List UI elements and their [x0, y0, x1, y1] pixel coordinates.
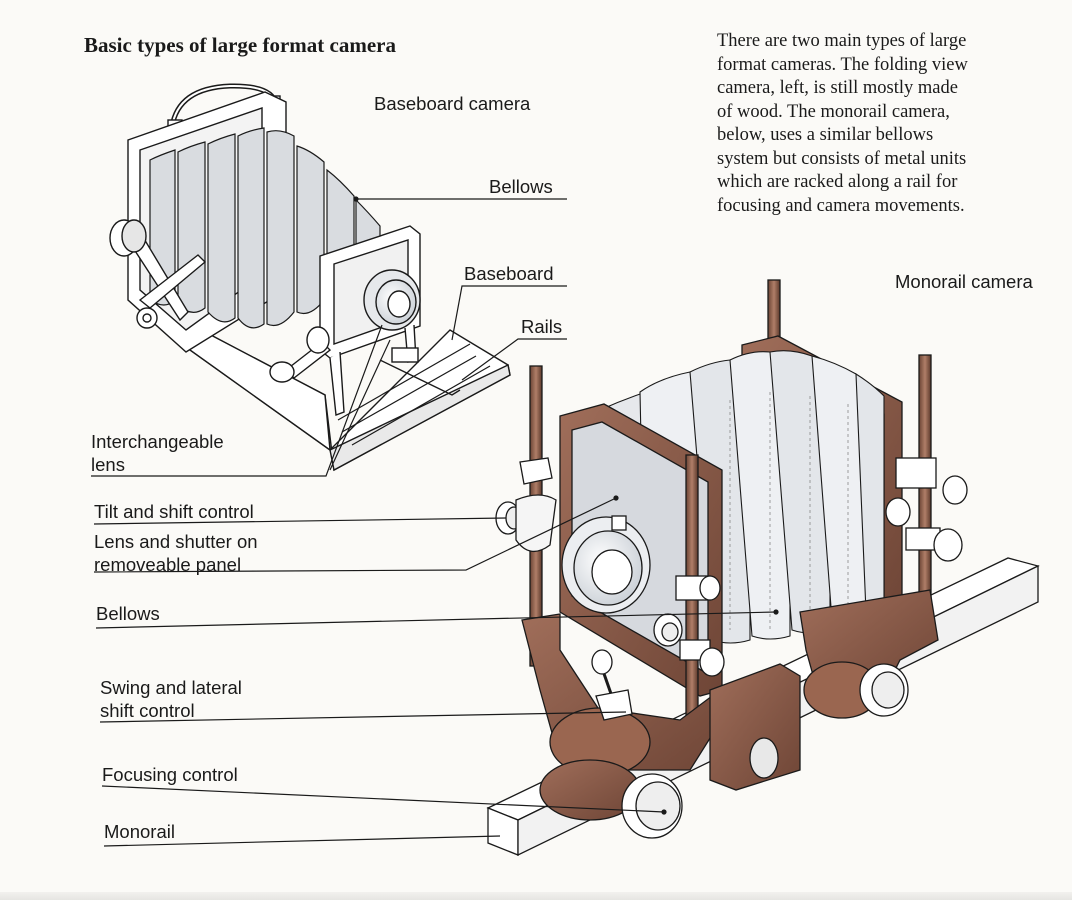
label-monorail: Monorail: [104, 821, 175, 842]
label-monorail-bellows: Bellows: [96, 603, 160, 624]
label-line: removeable panel: [94, 554, 242, 575]
label-interchangeable-lens: Interchangeable lens: [91, 430, 224, 476]
description-line: There are two main types of large: [717, 31, 967, 51]
page-bottom-edge: [0, 892, 1072, 900]
label-line: Interchangeable: [91, 431, 224, 452]
baseboard-camera-heading: Baseboard camera: [374, 93, 531, 114]
label-rails: Rails: [521, 316, 563, 337]
description-line: camera, left, is still mostly made: [717, 78, 958, 98]
description-line: which are racked along a rail for: [717, 172, 958, 192]
baseboard-camera-drawing: [109, 83, 511, 472]
description-line: format cameras. The folding view: [717, 54, 968, 75]
swing-knob: [591, 649, 613, 675]
description-paragraph: There are two main types of large format…: [717, 30, 1057, 218]
description-line: of wood. The monorail camera,: [717, 101, 950, 122]
label-focusing: Focusing control: [102, 764, 238, 785]
monorail-camera-drawing: [486, 279, 1040, 857]
label-swing-shift: Swing and lateral shift control: [100, 676, 242, 722]
label-lens-shutter: Lens and shutter on removeable panel: [94, 530, 258, 576]
label-baseboard-bellows: Bellows: [489, 176, 553, 197]
description-line: focusing and camera movements.: [717, 195, 965, 216]
monorail-camera-heading: Monorail camera: [895, 271, 1033, 292]
description-line: below, uses a similar bellows: [717, 125, 934, 145]
label-line: lens: [91, 454, 125, 475]
label-line: shift control: [100, 700, 195, 721]
label-line: Swing and lateral: [100, 677, 242, 698]
baseboard-leader-lines: [91, 196, 567, 477]
page-title: Basic types of large format camera: [84, 33, 396, 57]
label-baseboard: Baseboard: [464, 263, 554, 284]
description-line: system but consists of metal units: [717, 148, 967, 169]
label-line: Lens and shutter on: [94, 531, 258, 552]
label-tilt-shift: Tilt and shift control: [94, 501, 254, 522]
monorail-leader-lines: [93, 495, 779, 847]
